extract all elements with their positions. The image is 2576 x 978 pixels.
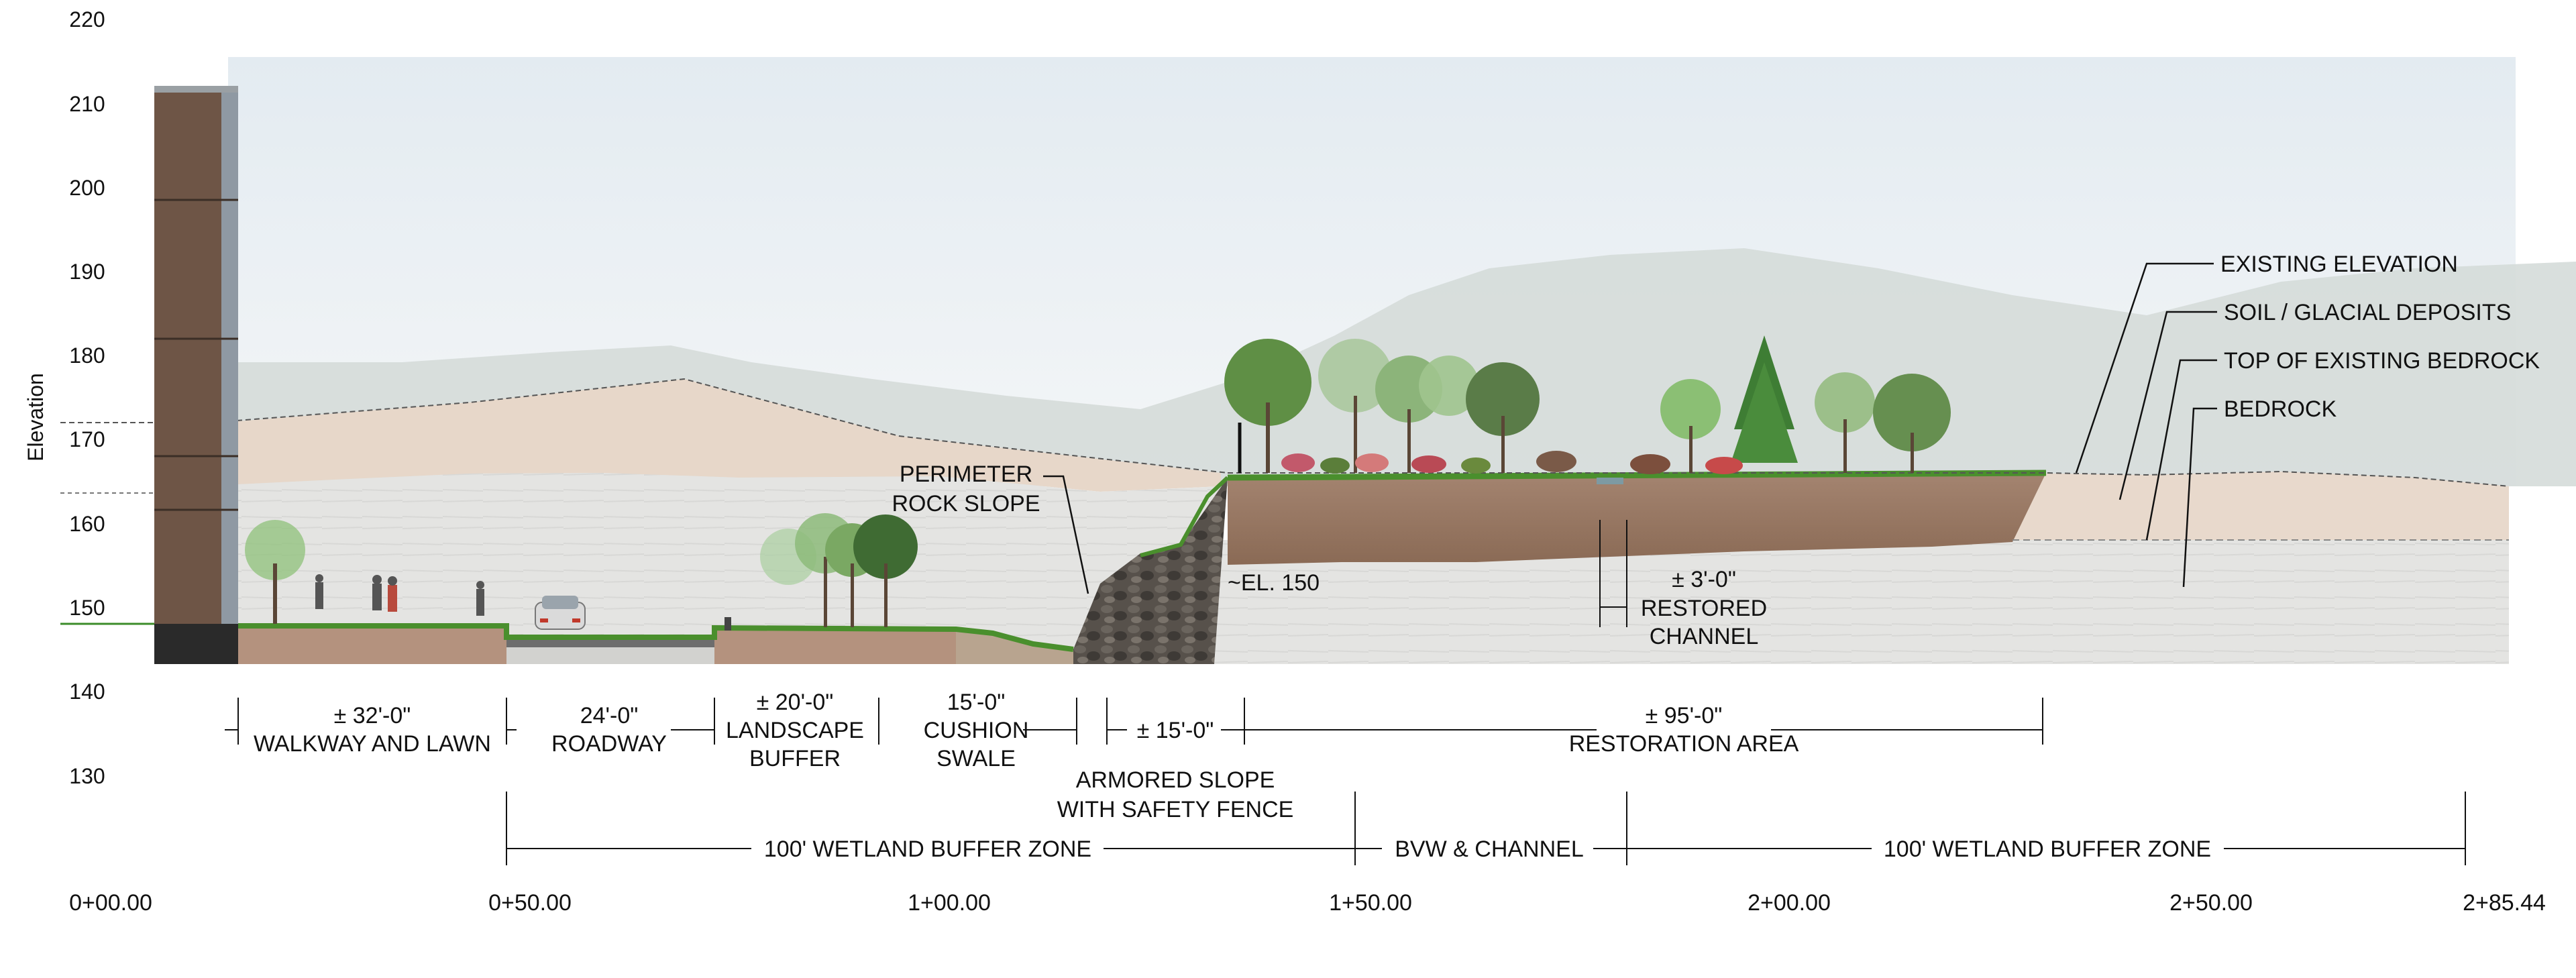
axis-tick-210: 210 <box>69 92 105 116</box>
building-glazing <box>221 86 238 664</box>
axis-tick-220: 220 <box>69 7 105 32</box>
dim-landscape-label1: LANDSCAPE <box>726 718 864 743</box>
bedrock-right <box>1208 540 2509 664</box>
dim-landscape-value: ± 20'-0" <box>757 690 834 715</box>
station-0: 0+00.00 <box>69 890 152 916</box>
station-100: 1+00.00 <box>908 890 991 916</box>
dim-roadway-value: 24'-0" <box>580 703 639 728</box>
dim-restoration-value: ± 95'-0" <box>1646 703 1723 728</box>
axis-tick-130: 130 <box>69 764 105 788</box>
legend-existing-elevation: EXISTING ELEVATION <box>2220 252 2458 277</box>
dim-walkway-value: ± 32'-0" <box>334 703 411 728</box>
existing-elevation-line <box>1228 470 2510 487</box>
zone-lines <box>506 792 2466 865</box>
axis-tick-190: 190 <box>69 260 105 284</box>
station-50: 0+50.00 <box>488 890 572 916</box>
dim-armored-label2: WITH SAFETY FENCE <box>1057 797 1294 822</box>
elevation-axis: 220 210 200 190 180 170 160 150 140 130 … <box>23 7 154 788</box>
dim-roadway-label: ROADWAY <box>551 731 667 757</box>
landscape-buffer <box>714 629 956 664</box>
axis-tick-150: 150 <box>69 596 105 620</box>
station-250: 2+50.00 <box>2169 890 2253 916</box>
dim-armored-label1: ARMORED SLOPE <box>1076 767 1275 793</box>
legend-top-bedrock: TOP OF EXISTING BEDROCK <box>2224 348 2540 374</box>
channel-dim: ± 3'-0" <box>1672 567 1736 592</box>
el-150-label: ~EL. 150 <box>1228 570 1320 596</box>
dim-restoration-label: RESTORATION AREA <box>1569 731 1799 757</box>
roadway-base <box>506 647 714 664</box>
callout-perimeter-line2: ROCK SLOPE <box>892 491 1040 517</box>
dim-landscape-label2: BUFFER <box>749 746 841 771</box>
station-200: 2+00.00 <box>1748 890 1831 916</box>
dimension-lines <box>225 698 2043 745</box>
bollard <box>724 617 731 631</box>
existing-elevation-line-left <box>227 378 1228 474</box>
restored-channel-callout: ± 3'-0" RESTORED CHANNEL <box>1599 520 1767 649</box>
axis-tick-180: 180 <box>69 343 105 368</box>
axis-tick-140: 140 <box>69 680 105 704</box>
building-base <box>154 624 238 664</box>
dim-walkway-label: WALKWAY AND LAWN <box>254 731 491 757</box>
armored-slope-vegetation <box>1140 476 1230 557</box>
restoration-soil <box>1228 473 2046 565</box>
zone-labels: 100' WETLAND BUFFER ZONE BVW & CHANNEL 1… <box>764 836 2211 862</box>
walkway-lawn <box>238 627 506 664</box>
station-285: 2+85.44 <box>2463 890 2546 916</box>
dimension-labels: ± 32'-0" WALKWAY AND LAWN 24'-0" ROADWAY… <box>254 690 1799 822</box>
channel-label2: CHANNEL <box>1650 624 1758 649</box>
dim-armored-value: ± 15'-0" <box>1137 718 1214 743</box>
station-labels: 0+00.00 0+50.00 1+00.00 1+50.00 2+00.00 … <box>69 890 2546 916</box>
zone-buffer-right: 100' WETLAND BUFFER ZONE <box>1884 836 2211 862</box>
roadway-surface <box>506 639 714 647</box>
legend-bedrock: BEDROCK <box>2224 396 2337 422</box>
car <box>535 596 586 630</box>
axis-tick-170: 170 <box>69 427 105 451</box>
pedestrian <box>315 574 484 616</box>
building-roof <box>154 86 238 93</box>
channel-label1: RESTORED <box>1641 596 1767 621</box>
legend: EXISTING ELEVATION SOIL / GLACIAL DEPOSI… <box>2075 252 2540 588</box>
axis-tick-160: 160 <box>69 512 105 536</box>
axis-tick-200: 200 <box>69 176 105 200</box>
perimeter-rock-slope-callout: PERIMETER ROCK SLOPE <box>892 461 1089 594</box>
callout-perimeter-line1: PERIMETER <box>900 461 1032 487</box>
ground-line <box>238 623 1074 652</box>
dim-cushion-label1: CUSHION <box>924 718 1029 743</box>
axis-label: Elevation <box>23 373 48 461</box>
dim-cushion-label2: SWALE <box>936 746 1016 771</box>
bedrock-left <box>238 473 1221 664</box>
soil-band-right <box>2012 472 2509 540</box>
armored-rock-slope <box>1073 478 1228 664</box>
soil-band-left <box>238 379 1221 492</box>
restoration-surface <box>1227 470 2047 481</box>
zone-bvw-channel: BVW & CHANNEL <box>1395 836 1584 862</box>
legend-soil-glacial: SOIL / GLACIAL DEPOSITS <box>2224 300 2511 325</box>
zone-buffer-left: 100' WETLAND BUFFER ZONE <box>764 836 1091 862</box>
trees <box>245 335 1951 627</box>
dim-cushion-value: 15'-0" <box>947 690 1006 715</box>
shrubs <box>1281 451 1743 474</box>
restored-channel <box>1597 478 1623 484</box>
station-150: 1+50.00 <box>1329 890 1412 916</box>
cushion-swale <box>956 631 1080 664</box>
